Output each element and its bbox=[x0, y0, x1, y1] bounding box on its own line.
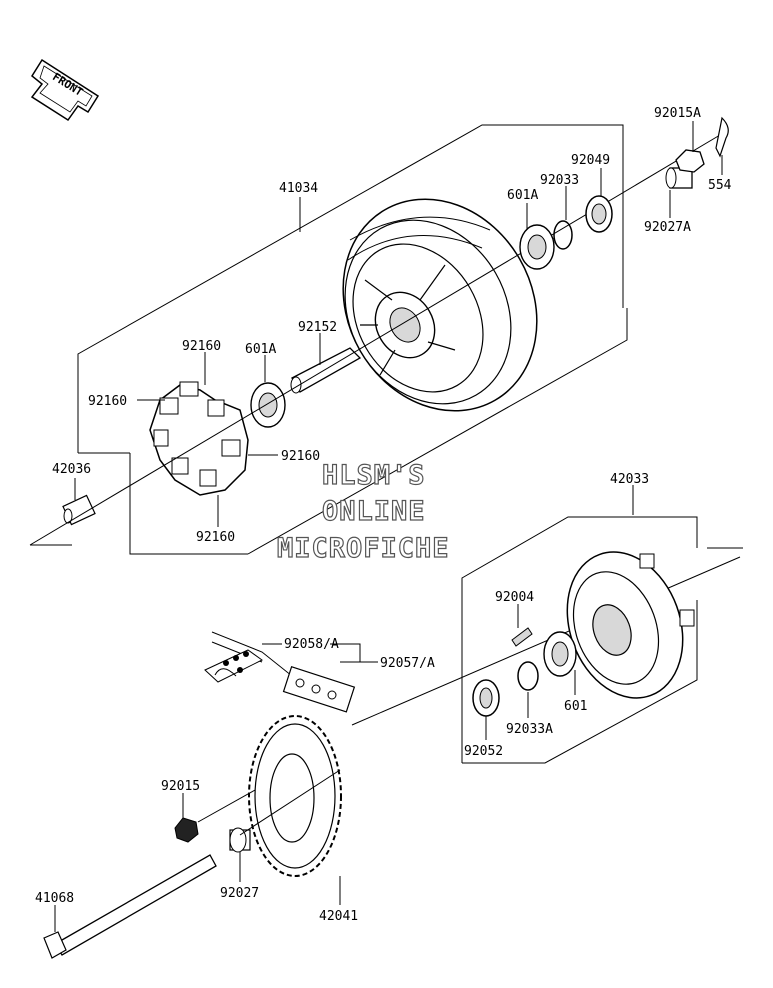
collar-92027a bbox=[665, 167, 693, 189]
label-92160-left: 92160 bbox=[88, 394, 127, 409]
label-42041: 42041 bbox=[319, 909, 358, 924]
label-92033: 92033 bbox=[540, 173, 579, 188]
bearing-601a-mid bbox=[250, 382, 286, 428]
label-601a-top: 601A bbox=[507, 188, 538, 203]
circlip-92033a bbox=[517, 661, 539, 691]
sprocket-hub-outline bbox=[351, 516, 743, 764]
drive-chain bbox=[204, 631, 356, 713]
label-554: 554 bbox=[708, 178, 732, 193]
label-92015a: 92015A bbox=[654, 106, 701, 121]
label-92027a: 92027A bbox=[644, 220, 691, 235]
nut-92015a bbox=[675, 149, 705, 173]
label-41034: 41034 bbox=[279, 181, 318, 196]
bearing-601 bbox=[543, 631, 577, 677]
label-92160-right: 92160 bbox=[281, 449, 320, 464]
label-92152: 92152 bbox=[298, 320, 337, 335]
collar-42036 bbox=[62, 494, 96, 526]
circlip-92033 bbox=[553, 220, 573, 250]
watermark-line-1: HLSM'S bbox=[322, 460, 426, 491]
oil-seal-92052 bbox=[472, 679, 500, 717]
wheel-assembly-outline bbox=[77, 124, 628, 555]
collar-92027 bbox=[229, 827, 251, 853]
label-92004: 92004 bbox=[495, 590, 534, 605]
hub-damper bbox=[149, 381, 249, 496]
label-92049: 92049 bbox=[571, 153, 610, 168]
label-92058a: 92058/A bbox=[284, 637, 339, 652]
label-92160-bottom: 92160 bbox=[196, 530, 235, 545]
front-arrow-icon: FRONT bbox=[30, 58, 100, 122]
stud-92004 bbox=[511, 627, 533, 647]
label-92160-top: 92160 bbox=[182, 339, 221, 354]
label-601: 601 bbox=[564, 699, 587, 714]
label-92052: 92052 bbox=[464, 744, 503, 759]
cotter-pin-554 bbox=[715, 116, 729, 158]
rear-sprocket bbox=[248, 715, 342, 877]
watermark: HLSM'S ONLINE MICROFICHE bbox=[276, 459, 450, 564]
axle-41068 bbox=[43, 854, 217, 959]
label-42036: 42036 bbox=[52, 462, 91, 477]
label-601a-mid: 601A bbox=[245, 342, 276, 357]
watermark-line-2: ONLINE bbox=[322, 496, 426, 527]
oil-seal-92049 bbox=[585, 195, 613, 233]
bearing-601a-top bbox=[519, 224, 555, 270]
label-92057a: 92057/A bbox=[380, 656, 435, 671]
rear-wheel bbox=[342, 198, 538, 412]
label-41068: 41068 bbox=[35, 891, 74, 906]
nut-92015 bbox=[174, 817, 199, 843]
label-92027: 92027 bbox=[220, 886, 259, 901]
leader-lines bbox=[54, 121, 723, 932]
sprocket-hub bbox=[566, 551, 695, 699]
label-92015: 92015 bbox=[161, 779, 200, 794]
label-42033: 42033 bbox=[610, 472, 649, 487]
watermark-line-3: MICROFICHE bbox=[277, 533, 450, 564]
label-92033a: 92033A bbox=[506, 722, 553, 737]
